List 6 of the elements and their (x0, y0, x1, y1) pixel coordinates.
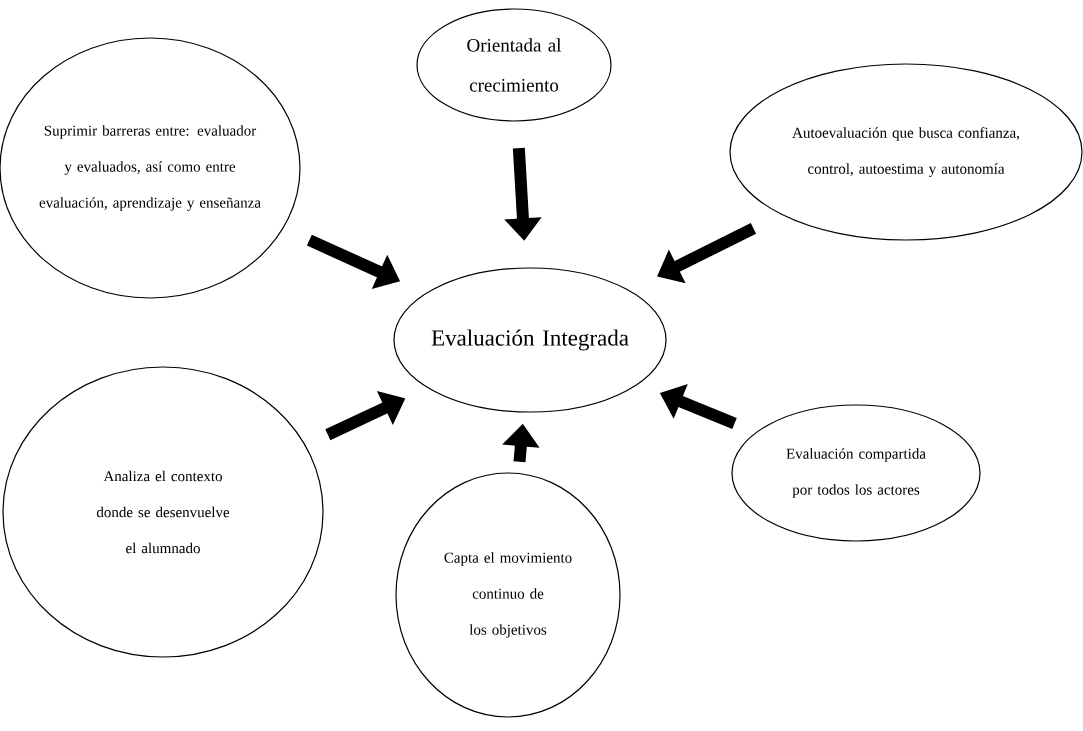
ellipse-node: Evaluación compartida por todos los actores (731, 404, 981, 542)
ellipse-node: Evaluación Integrada (393, 267, 667, 413)
ellipse-node: Analiza el contexto donde se desenvuelve el alumnado (2, 366, 324, 658)
ellipse-node: Capta el movimiento continuo de los objetivos (395, 472, 621, 718)
ellipse-node: Orientada al crecimiento (416, 8, 612, 122)
ellipse-node: Autoevaluación que busca confianza, control, autoestima y autonomía (729, 63, 1083, 241)
